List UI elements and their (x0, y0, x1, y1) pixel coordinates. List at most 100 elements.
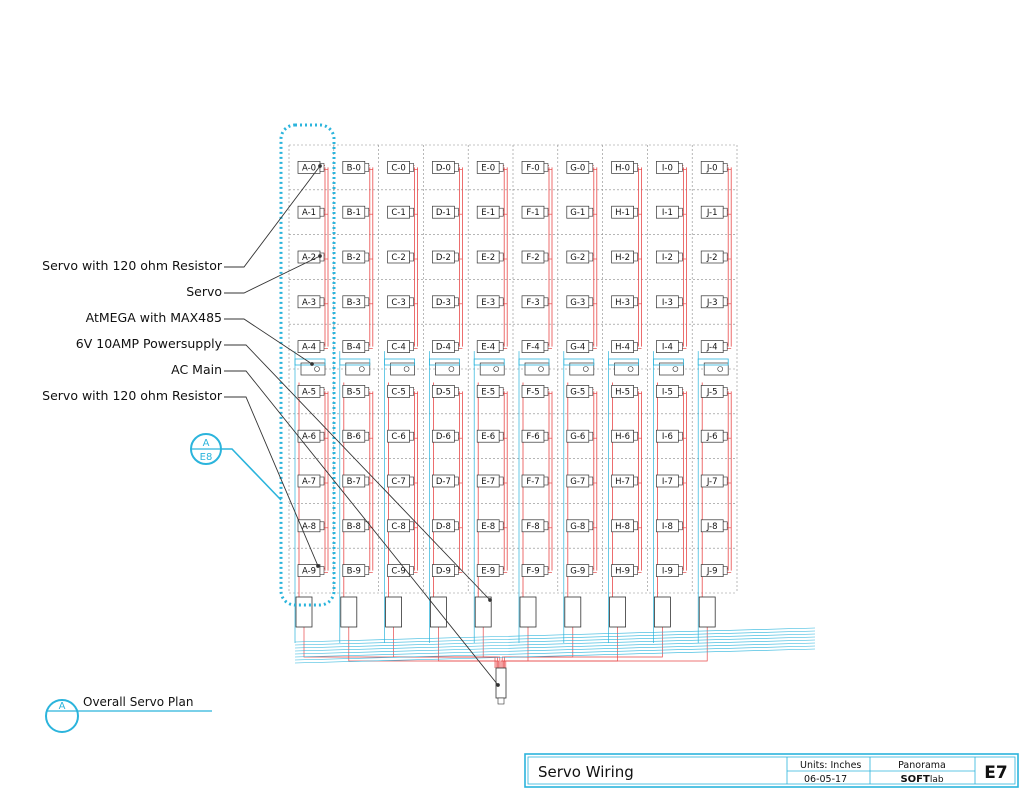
controller-box (479, 362, 505, 376)
servo-connector (409, 252, 414, 262)
servo-connector (722, 476, 728, 486)
servo-connector (454, 297, 459, 307)
servo-connector (543, 476, 549, 486)
servo-label: A-5 (302, 387, 316, 397)
plan-marker-letter: A (59, 701, 66, 712)
servo-connector (319, 521, 325, 531)
servo-label: D-8 (436, 522, 451, 532)
servo-connector (678, 252, 683, 262)
servo-connector (722, 252, 728, 262)
servo-connector (454, 342, 459, 351)
servo-connector (364, 387, 370, 396)
sheet-number: E7 (984, 763, 1007, 783)
servo-label: D-4 (436, 343, 451, 353)
controller-box (390, 362, 415, 376)
servo-label: F-3 (526, 298, 539, 308)
servo-connector (454, 252, 459, 262)
power-supply-box (474, 596, 492, 628)
servo-connector (409, 342, 414, 351)
servo-connector (633, 207, 638, 217)
servo-connector (319, 297, 325, 307)
data-bus-line (294, 636, 816, 652)
data-bus-line (294, 633, 816, 649)
servo-label: B-5 (347, 387, 361, 397)
servo-label: A-8 (302, 522, 316, 532)
servo-connector (498, 431, 504, 441)
servo-connector (633, 566, 638, 575)
servo-connector (678, 521, 683, 531)
controller-bus (608, 358, 639, 366)
leader-arrowhead (310, 362, 314, 366)
servo-connector (678, 431, 683, 441)
servo-connector (364, 566, 370, 575)
servo-label: H-0 (615, 163, 630, 173)
controller-chip (538, 366, 544, 372)
servo-label: B-4 (347, 343, 361, 353)
leader-arrowhead (488, 598, 492, 602)
title-block: Servo Wiring Units: Inches 06-05-17 Pano… (524, 753, 1019, 788)
servo-connector (409, 207, 414, 217)
servo-connector (678, 566, 683, 575)
servo-label: E-8 (481, 522, 495, 532)
servo-label: C-0 (391, 163, 405, 173)
controller-bus (697, 358, 729, 366)
controller-chip (403, 366, 410, 372)
servo-label: H-6 (615, 432, 630, 442)
servo-label: A-6 (302, 432, 316, 442)
controller-box (345, 362, 371, 376)
servo-connector (633, 521, 638, 531)
servo-label: H-3 (615, 298, 630, 308)
servo-label: D-3 (436, 298, 451, 308)
servo-cells: A-0A-1A-2A-3A-4A-5A-6A-7A-8A-9B-0B-1B-2B… (294, 161, 729, 577)
servo-label: I-4 (662, 343, 673, 353)
servo-connector (409, 297, 414, 307)
servo-connector (409, 476, 414, 486)
leader-arrowhead (496, 683, 500, 687)
brand-light: lab (930, 775, 944, 785)
servo-label: D-6 (436, 432, 451, 442)
detail-marker-sheet: E8 (200, 452, 213, 463)
servo-connector (678, 342, 683, 351)
servo-label: C-9 (391, 567, 405, 577)
servo-label: H-1 (615, 208, 630, 218)
servo-label: E-1 (481, 208, 495, 218)
callout-leaders (224, 164, 500, 687)
servo-connector (364, 342, 370, 351)
servo-label: J-5 (706, 387, 718, 397)
servo-connector (588, 431, 594, 441)
controller-bus (294, 358, 326, 366)
servo-label: J-9 (706, 567, 718, 577)
servo-label: G-1 (570, 208, 585, 218)
servo-connector (498, 476, 504, 486)
servo-label: E-7 (481, 477, 495, 487)
leader-line (224, 396, 319, 567)
servo-connector (633, 252, 638, 262)
servo-connector (588, 207, 594, 217)
project-label: Panorama (898, 760, 946, 771)
servo-connector (498, 387, 504, 396)
servo-connector (498, 566, 504, 575)
servo-connector (588, 342, 594, 351)
brand-bold: SOFT (900, 774, 930, 785)
controller-bus (563, 358, 595, 366)
servo-label: J-2 (706, 253, 718, 263)
controller-chip (493, 366, 500, 372)
servo-connector (722, 431, 728, 441)
servo-label: G-8 (570, 522, 585, 532)
ac-feed-wire (348, 627, 497, 668)
servo-connector (409, 566, 414, 575)
controller-chip (627, 366, 634, 372)
power-supply-box (385, 596, 403, 628)
servo-connector (454, 566, 459, 575)
plan-marker-label: Overall Servo Plan (83, 695, 193, 709)
power-supply-box (519, 596, 537, 628)
callout-label-servo-resistor-bottom: Servo with 120 ohm Resistor (42, 388, 223, 403)
ac-main-box (495, 667, 507, 699)
power-supplies (295, 596, 716, 705)
servo-label: B-3 (347, 298, 361, 308)
servo-label: C-3 (391, 298, 405, 308)
servo-label: F-4 (526, 343, 539, 353)
servo-label: G-6 (570, 432, 585, 442)
brand-logo: SOFTlab (900, 774, 943, 785)
ac-main-plug (497, 697, 505, 705)
